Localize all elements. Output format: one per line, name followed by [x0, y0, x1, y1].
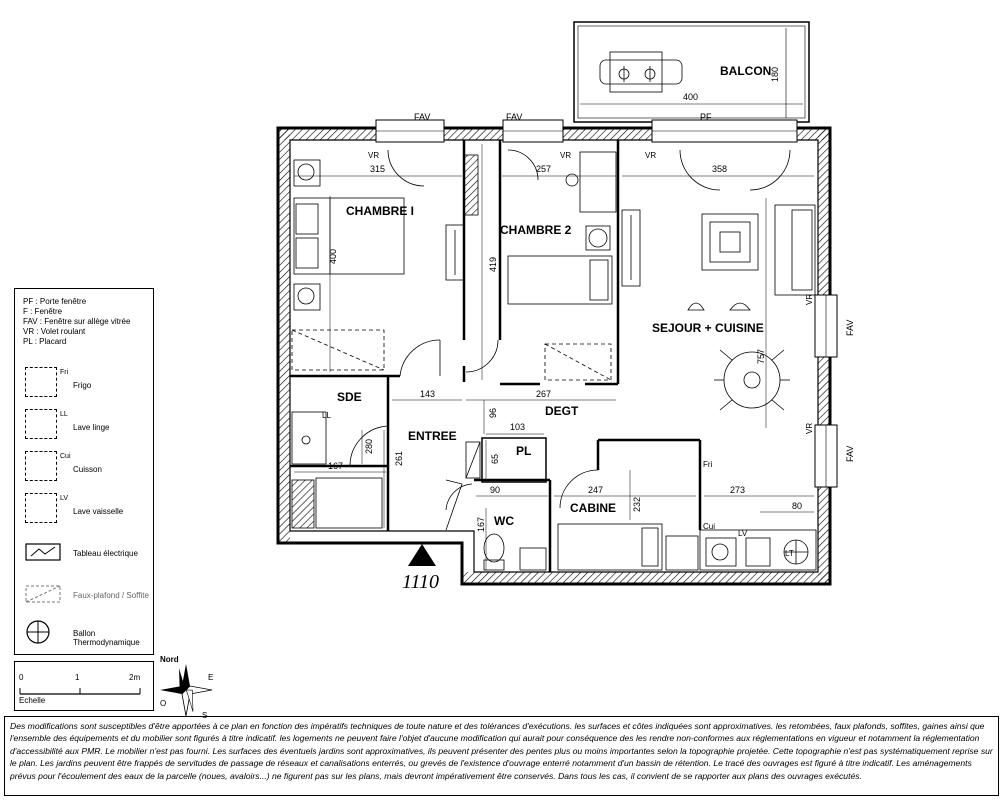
legend-abbr-pl: PL : Placard [23, 337, 67, 346]
vr-labels: VR VR VR VR VR [368, 151, 814, 434]
legend-abbr-fav: FAV : Fenêtre sur allège vitrée [23, 317, 131, 326]
scale-bar [19, 688, 141, 695]
scale-tick-1: 1 [75, 673, 80, 682]
room-label-chambre2: CHAMBRE 2 [500, 223, 572, 237]
legend-abbr-f: F : Fenêtre [23, 307, 63, 316]
legend-label-tableau: Tableau électrique [73, 549, 138, 558]
dimension-labels: 315 257 358 400 419 757 143 267 96 103 6… [328, 164, 802, 532]
ballon-icon [26, 620, 50, 644]
dim-degt-w: 267 [536, 389, 551, 399]
tag-ll: LL [322, 411, 331, 420]
legend-tag-ll: LL [60, 411, 68, 418]
exterior-walls [276, 126, 832, 586]
dim-sde-h: 280 [364, 439, 374, 454]
legend-box-lv [25, 493, 57, 523]
window-label-pf: PF [700, 112, 712, 122]
compass-e: E [208, 673, 213, 682]
room-label-balcon: BALCON [720, 64, 771, 78]
legend-label-ballon: Ballon Thermodynamique [73, 629, 140, 647]
window-label-fav-1: FAV [414, 112, 430, 122]
dim-balcon-w: 400 [683, 92, 698, 102]
scale-tick-0: 0 [19, 673, 24, 682]
room-label-chambre1: CHAMBRE I [346, 204, 414, 218]
legend-tag-fri: Fri [60, 369, 69, 376]
electrical-panel-icon [25, 543, 61, 561]
legend-abbr-pf: PF : Porte fenêtre [23, 297, 87, 306]
legend-label-ll: Lave linge [73, 423, 110, 432]
faux-plafond-icon [25, 585, 61, 603]
dim-pl-w: 103 [510, 422, 525, 432]
scale-tick-2: 2m [129, 673, 141, 682]
room-label-degt: DEGT [545, 404, 579, 418]
dim-kitchen-w: 273 [730, 485, 745, 495]
compass-n: Nord [160, 655, 179, 664]
disclaimer-text: Des modifications sont susceptibles d'êt… [4, 716, 999, 796]
furniture [291, 151, 817, 571]
dim-ch2-w: 257 [536, 164, 551, 174]
dim-ch2-h: 419 [488, 257, 498, 272]
compass-o: O [160, 699, 166, 708]
scale-label: Echelle [19, 696, 46, 705]
dim-pl-h: 65 [490, 454, 500, 464]
balcony: BALCON 400 180 [573, 21, 810, 123]
tag-lv: LV [738, 529, 748, 538]
lot-number: 1110 [402, 571, 439, 593]
tag-lt: LT [785, 549, 794, 558]
dim-sde-w: 143 [420, 389, 435, 399]
legend-tag-lv: LV [60, 495, 69, 502]
scale-panel: 0 1 2m Echelle [14, 661, 154, 711]
vr-label-4: VR [805, 294, 814, 305]
room-labels: CHAMBRE I CHAMBRE 2 SEJOUR + CUISINE SDE… [337, 204, 764, 528]
legend-label-cui: Cuisson [73, 465, 102, 474]
doors [349, 149, 791, 531]
dim-wc-w: 90 [490, 485, 500, 495]
legend-box-cui [25, 451, 57, 481]
legend-box-fri [25, 367, 57, 397]
dimension-lines [294, 144, 814, 570]
dim-ch1-h: 400 [328, 249, 338, 264]
legend-label-faux-plafond: Faux-plafond / Soffite [73, 591, 149, 600]
legend-label-fri: Frigo [73, 381, 92, 390]
room-label-sejour: SEJOUR + CUISINE [652, 321, 764, 335]
room-label-entree: ENTREE [408, 429, 457, 443]
vr-label-2: VR [560, 151, 571, 160]
vr-label-3: VR [645, 151, 656, 160]
dim-wc-h: 167 [476, 517, 486, 532]
legend-abbr-vr: VR : Volet roulant [23, 327, 86, 336]
legend-box-ll [25, 409, 57, 439]
window-label-fav-3: FAV [845, 320, 855, 336]
room-label-pl: PL [516, 444, 531, 458]
dim-balcon-h: 180 [770, 67, 780, 82]
dim-cabine-w: 247 [588, 485, 603, 495]
appliance-tags: Fri LL Cui LV LT [322, 411, 794, 558]
room-label-cabine: CABINE [570, 501, 616, 515]
vr-label-5: VR [805, 423, 814, 434]
dim-ch1-w: 315 [370, 164, 385, 174]
tag-cui: Cui [703, 522, 715, 531]
dim-sejour-h: 757 [756, 349, 766, 364]
legend-panel: PF : Porte fenêtre F : Fenêtre FAV : Fen… [14, 288, 154, 655]
window-label-fav-4: FAV [845, 446, 855, 462]
legend-tag-cui: Cui [60, 453, 71, 460]
window-label-fav-2: FAV [506, 112, 522, 122]
dim-sejour-w: 358 [712, 164, 727, 174]
vr-label-1: VR [368, 151, 379, 160]
dim-sde-w2: 167 [328, 461, 343, 471]
dim-degt-h: 96 [488, 408, 498, 418]
windows-top: FAV FAV PF [375, 112, 798, 143]
dim-kitchen-d: 80 [792, 501, 802, 511]
legend-label-lv: Lave vaisselle [73, 507, 124, 516]
dim-cabine-h: 232 [632, 497, 642, 512]
room-label-sde: SDE [337, 390, 362, 404]
room-label-wc: WC [494, 514, 514, 528]
windows-right: FAV FAV [814, 294, 855, 488]
dim-entree-h: 261 [394, 451, 404, 466]
balcony-furniture [599, 51, 683, 93]
compass: Nord E S O [160, 655, 213, 720]
entry-marker: 1110 [402, 544, 439, 593]
tag-fri: Fri [703, 460, 713, 469]
compass-s: S [202, 711, 207, 720]
